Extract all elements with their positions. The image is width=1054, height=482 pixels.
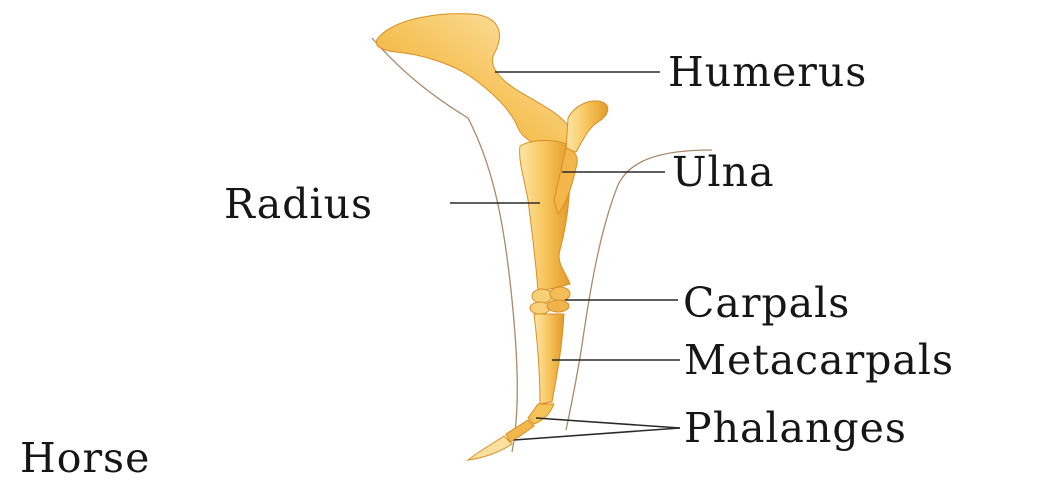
metacarpal-bone (534, 314, 564, 404)
carpal-bones (530, 287, 570, 314)
label-metacarpals: Metacarpals (684, 340, 954, 381)
label-humerus: Humerus (668, 52, 867, 93)
humerus-bone (376, 14, 571, 149)
limb-outline-back (372, 38, 517, 452)
label-ulna: Ulna (672, 152, 775, 193)
olecranon (566, 101, 608, 152)
label-phalanges: Phalanges (684, 408, 907, 449)
label-radius: Radius (224, 184, 373, 225)
label-carpals: Carpals (683, 283, 850, 324)
phalanx-bones (468, 404, 554, 460)
leader-phalanges-2 (514, 428, 680, 440)
caption-horse: Horse (20, 438, 150, 479)
leader-phalanges-1 (536, 418, 680, 428)
